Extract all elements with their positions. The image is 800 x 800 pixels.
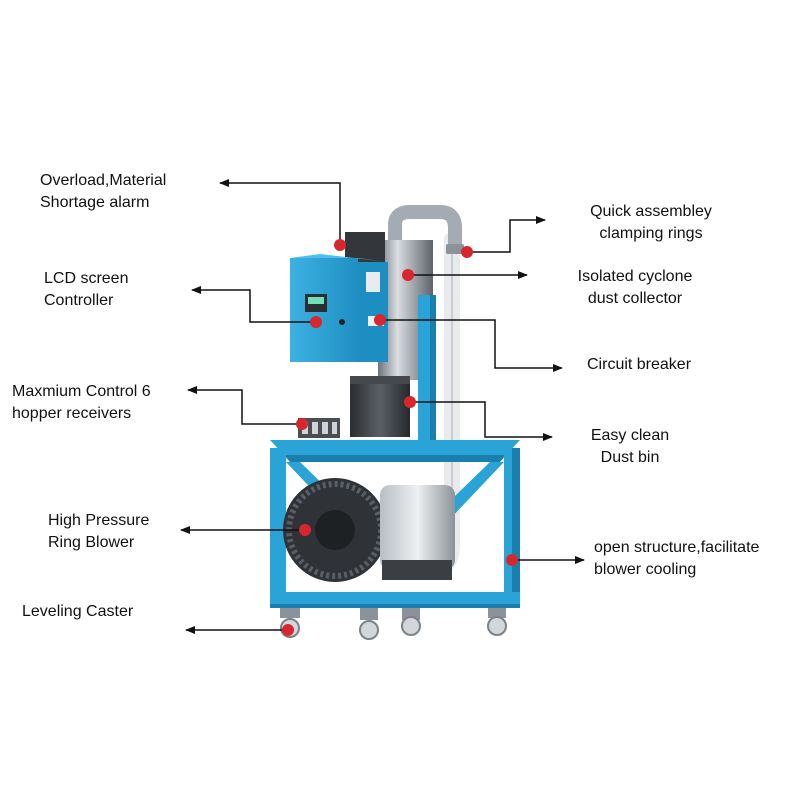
dust-bin [350, 382, 410, 437]
caster-right [487, 608, 507, 636]
label-lcd: LCD screen Controller [44, 270, 129, 309]
leader-maxcontrol [187, 386, 302, 425]
marker-maxcontrol [296, 418, 308, 430]
caster-mid-left [359, 608, 379, 640]
callout-lines [180, 179, 585, 634]
blower-motor [380, 485, 455, 570]
label-clamping: Quick assembley clamping rings [590, 203, 712, 242]
label-cyclone: Isolated cyclone dust collector [577, 268, 693, 307]
marker-blower [299, 524, 311, 536]
label-breaker: Circuit breaker [587, 356, 692, 373]
receiver-terminal [298, 418, 340, 438]
marker-caster [282, 624, 294, 636]
leader-breaker [380, 319, 563, 372]
leader-dustbin [410, 401, 553, 441]
marker-lcd [310, 316, 322, 328]
marker-clamping [461, 246, 473, 258]
label-caster: Leveling Caster [22, 603, 134, 620]
clamping-ring [446, 244, 464, 254]
marker-overload [334, 239, 346, 251]
leader-overload [219, 179, 341, 245]
marker-openstruct [506, 554, 518, 566]
marker-breaker [374, 314, 386, 326]
label-dustbin: Easy clean Dust bin [590, 427, 670, 466]
frame-top [270, 440, 520, 455]
leader-clamping [467, 216, 546, 253]
marker-cyclone [402, 269, 414, 281]
caster-mid [401, 608, 421, 636]
machine [270, 205, 520, 640]
marker-dustbin [404, 396, 416, 408]
top-cap [345, 232, 385, 262]
label-maxcontrol: Maxmium Control 6 hopper receivers [12, 383, 151, 422]
top-pipe [388, 205, 462, 260]
label-overload: Overload,Material Shortage alarm [40, 172, 167, 211]
label-openstruct: open structure,facilitate blower cooling [594, 539, 760, 578]
label-blower: High Pressure Ring Blower [48, 512, 150, 551]
leader-lcd [191, 286, 316, 323]
markers [282, 239, 518, 636]
